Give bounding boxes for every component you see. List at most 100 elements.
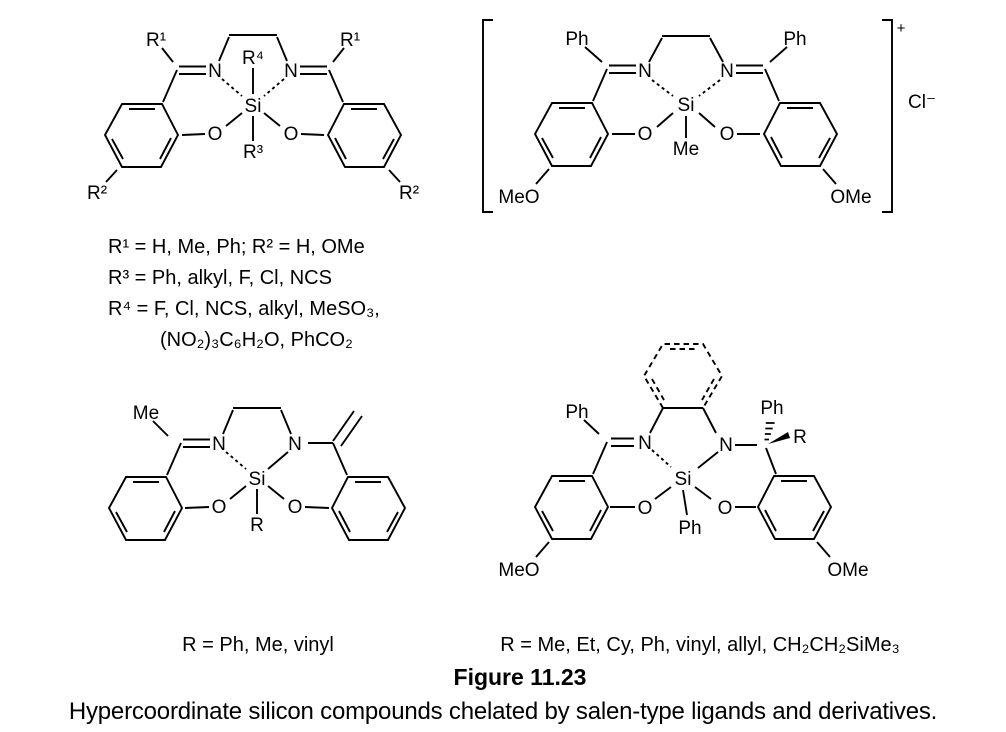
structure-3-pentacoordinate-enamide-salen-si: Me N N Si O O R R = Ph, Me, vinyl <box>107 403 407 656</box>
bond-bridge-n-right <box>702 407 717 434</box>
atom-label-n-right: N <box>284 61 298 82</box>
bond-o-ring-right <box>300 133 325 136</box>
atom-label-n-right: N <box>719 435 733 456</box>
substituent-label-meo-left: MeO <box>498 187 539 208</box>
bond-ph-imine <box>583 419 600 435</box>
bond-imine-ring-left <box>592 68 608 102</box>
bond-ph-left <box>584 46 603 63</box>
bond-o-ring-right <box>304 506 330 509</box>
bold-wedge-r <box>768 432 790 444</box>
figure-caption-block: Figure 11.23 Hypercoordinate silicon com… <box>69 664 938 725</box>
bond-r2-left <box>105 169 118 183</box>
benzene-ring-right-inner <box>338 481 399 533</box>
substituent-label-ome-right: OMe <box>827 560 868 581</box>
atom-label-o-right: O <box>288 497 303 518</box>
bond-o-ring-left <box>181 133 206 136</box>
benzene-ring-left-inner <box>541 107 602 159</box>
substituent-label-r2-right: R² <box>399 183 419 204</box>
bond-si-o-left <box>225 112 243 127</box>
atom-label-o-left: O <box>638 498 653 519</box>
bond-imine-ring-right <box>764 68 780 102</box>
vinylidene-double-bond <box>332 410 363 447</box>
imine-double-bond-left <box>609 64 636 74</box>
substituent-label-me: Me <box>133 403 159 424</box>
legend-line-4: (NO₂)₃C₆H₂O, PhCO₂ <box>160 329 353 351</box>
benzene-ring-left <box>103 103 180 168</box>
substituent-label-ph-right: Ph <box>783 29 806 50</box>
atom-label-n-right: N <box>288 434 302 455</box>
substituent-label-r1-right: R¹ <box>340 30 360 51</box>
dative-bond-n-si-right <box>263 78 285 97</box>
substituent-label-r3: R³ <box>243 142 263 163</box>
benzene-ring-left-inner <box>115 481 176 533</box>
benzene-ring-left-inner <box>111 108 172 160</box>
bond-imine-ring-left <box>166 442 182 476</box>
benzene-ring-right-inner <box>770 107 831 159</box>
imine-double-bond-right <box>736 64 763 74</box>
bond-si-o-left <box>654 486 672 500</box>
bond-si-ph <box>682 489 688 516</box>
r-values-caption-right: R = Me, Et, Cy, Ph, vinyl, allyl, CH₂CH₂… <box>500 634 900 656</box>
legend-line-1: R¹ = H, Me, Ph; R² = H, OMe <box>108 236 365 258</box>
bond-r1-right <box>332 47 345 63</box>
counterion-label: Cl⁻ <box>908 92 936 113</box>
imine-double-bond-left <box>611 437 634 447</box>
figure-caption-text: Hypercoordinate silicon compounds chelat… <box>69 698 937 725</box>
dative-bond-n-si-left <box>225 451 247 470</box>
benzene-ring-left <box>533 475 610 540</box>
bond-si-o-left <box>229 485 247 500</box>
substituent-label-r: R <box>250 515 264 536</box>
atom-label-n-left: N <box>638 433 652 454</box>
dative-bond-n-si-left <box>221 78 243 97</box>
atom-label-si: Si <box>678 95 695 116</box>
imine-double-bond-left <box>183 438 210 448</box>
structure-4-phenylene-bridged-stereo-salen-si: Ph N N Si O O Ph Ph R MeO OMe R = Me, Et… <box>498 343 900 656</box>
bond-si-o-right <box>263 112 281 127</box>
substituent-legend: R¹ = H, Me, Ph; R² = H, OMe R³ = Ph, alk… <box>108 236 380 351</box>
ethylene-bridge <box>222 407 292 435</box>
atom-label-n-right: N <box>720 61 734 82</box>
atom-label-si: Si <box>245 96 262 117</box>
bond-si-o-left <box>656 112 674 128</box>
benzene-ring-left-inner <box>541 480 602 532</box>
bond-imine-ring-left <box>592 441 608 475</box>
atom-label-o-right: O <box>720 124 735 145</box>
substituent-label-r1-left: R¹ <box>146 30 166 51</box>
benzene-ring-right-inner <box>764 480 825 532</box>
bond-si-o-right <box>698 112 716 128</box>
atom-label-o-left: O <box>638 124 653 145</box>
atom-label-o-right: O <box>718 498 733 519</box>
atom-label-o-left: O <box>208 124 223 145</box>
atom-label-o-left: O <box>212 497 227 518</box>
bond-ome-right <box>816 541 831 558</box>
substituent-label-r2-left: R² <box>87 183 107 204</box>
benzene-ring-right <box>330 476 407 541</box>
substituent-label-ph-imine: Ph <box>565 402 588 423</box>
benzene-ring-right-inner <box>334 108 395 160</box>
dative-bond-n-si-right <box>698 79 721 97</box>
imine-double-bond-right <box>300 65 327 75</box>
bond-me <box>152 420 169 437</box>
charge-plus-label: + <box>897 20 906 37</box>
substituent-label-meo-left: MeO <box>498 560 539 581</box>
bond-imine-ring-left <box>162 69 178 103</box>
dashed-benzene-ring-inner <box>651 348 715 401</box>
substituent-label-ph-left: Ph <box>565 29 588 50</box>
structure-1-hexacoordinate-salen-si: R¹ R¹ R⁴ N N Si O O R³ R² R² <box>87 30 419 204</box>
imine-double-bond-left <box>179 65 206 75</box>
substituent-label-ph-axial: Ph <box>678 518 701 539</box>
dative-bond-n-si-left <box>651 79 674 97</box>
substituent-label-r4: R⁴ <box>242 48 264 69</box>
bond-r2-right <box>388 169 401 183</box>
bond-stereocenter-ring <box>765 447 777 475</box>
benzene-ring-right <box>756 475 833 540</box>
bond-o-ring-left <box>184 506 210 509</box>
substituent-label-ph-stereo: Ph <box>760 398 783 419</box>
substituent-label-r: R <box>793 427 807 448</box>
substituent-label-ome-right: OMe <box>830 187 871 208</box>
benzene-ring-right <box>326 103 403 168</box>
legend-line-2: R³ = Ph, alkyl, F, Cl, NCS <box>108 267 332 289</box>
substituent-label-me: Me <box>673 139 699 160</box>
